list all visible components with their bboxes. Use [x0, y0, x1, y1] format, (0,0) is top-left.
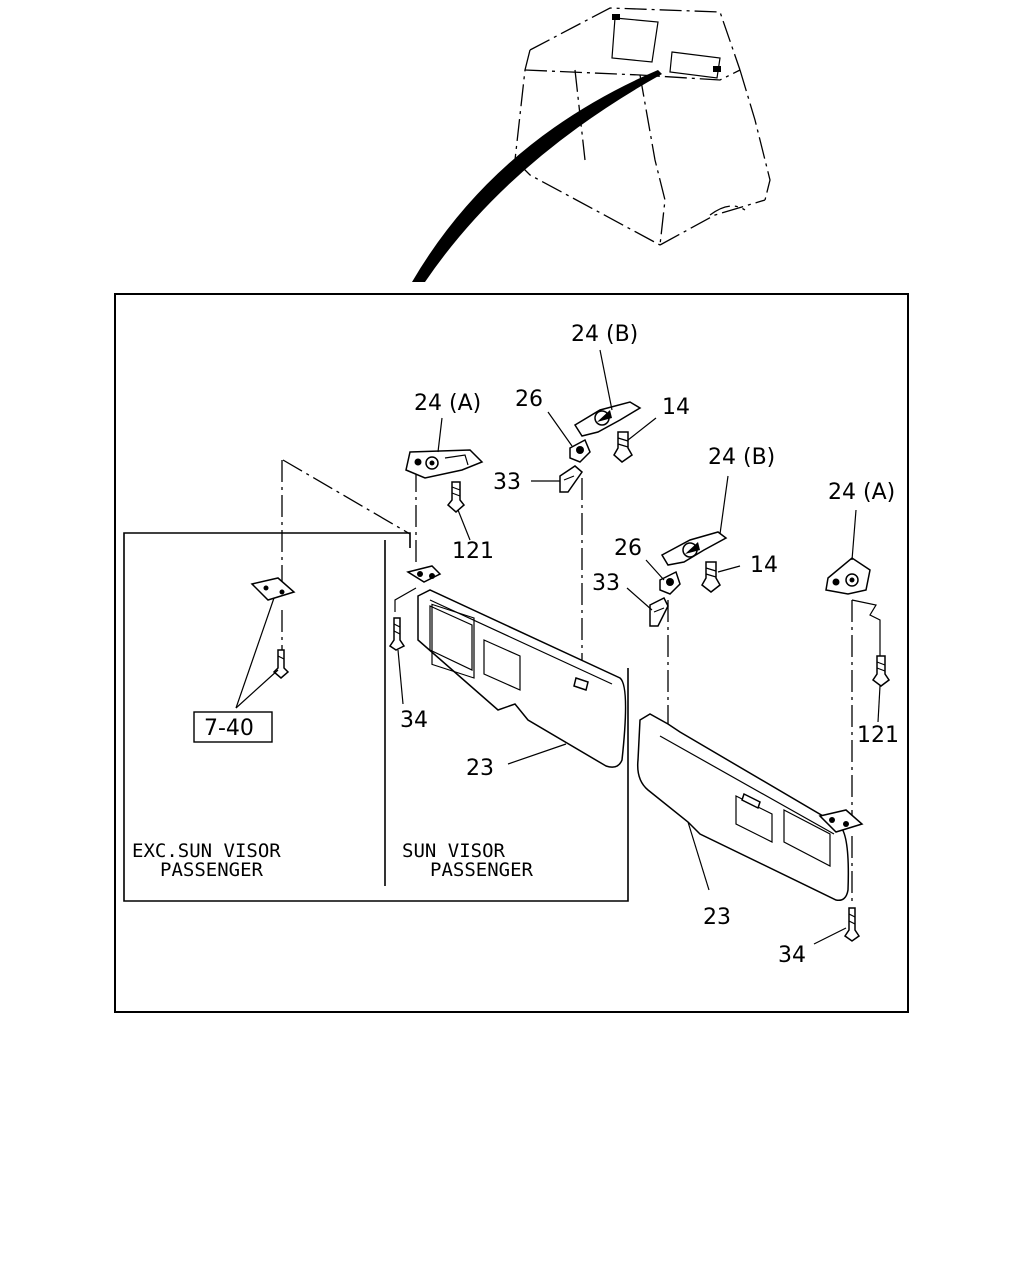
clip-26-right — [659, 570, 681, 595]
ref-box-frame — [193, 711, 273, 743]
label-23-right: 23 — [703, 905, 731, 930]
bracket-24a-left — [405, 449, 484, 479]
label-24b-right: 24 (B) — [708, 445, 775, 470]
label-26-left: 26 — [515, 387, 543, 412]
label-24b-left: 24 (B) — [571, 322, 638, 347]
caption-exc-line2: PASSENGER — [160, 859, 264, 881]
screw-33-right — [649, 596, 669, 627]
label-26-right: 26 — [614, 536, 642, 561]
centre-lines — [281, 459, 881, 905]
leader-lines — [235, 349, 881, 945]
label-34-right: 34 — [778, 943, 806, 968]
hook-plate-inset — [250, 577, 296, 601]
screw-34-left — [388, 617, 406, 651]
bracket-24b-left — [573, 401, 642, 437]
screw-14-right — [701, 561, 721, 593]
screw-121-left — [446, 481, 466, 513]
label-14-left: 14 — [662, 395, 690, 420]
bracket-24a-right — [825, 557, 871, 595]
label-24a-left: 24 (A) — [414, 391, 481, 416]
label-14-right: 14 — [750, 553, 778, 578]
variant-inset-box — [123, 532, 629, 902]
vehicle-cab-illustration — [412, 7, 771, 282]
caption-exc-line1: EXC.SUN VISOR — [132, 840, 281, 862]
clip-26-left — [569, 438, 591, 463]
screw-14-left — [613, 431, 633, 463]
sun-visor-23-left — [406, 565, 627, 768]
screw-inset — [272, 649, 290, 679]
screw-34-right — [843, 907, 861, 942]
label-121-left: 121 — [452, 539, 494, 564]
screw-33-left — [559, 465, 584, 493]
callout-labels: 24 (B) 24 (A) 26 14 33 121 34 23 24 (B) … — [193, 322, 899, 968]
label-24a-right: 24 (A) — [828, 480, 895, 505]
caption-sun-line2: PASSENGER — [430, 859, 534, 881]
label-33-left: 33 — [493, 470, 521, 495]
label-23-left: 23 — [466, 756, 494, 781]
label-33-right: 33 — [592, 571, 620, 596]
label-34-left: 34 — [400, 708, 428, 733]
label-121-right: 121 — [857, 723, 899, 748]
detail-frame — [114, 293, 909, 1013]
caption-sun-line1: SUN VISOR — [402, 840, 506, 862]
bracket-24b-right — [660, 531, 728, 566]
variant-captions: EXC.SUN VISOR PASSENGER SUN VISOR PASSEN… — [132, 840, 534, 881]
label-ref-7-40[interactable]: 7-40 — [204, 716, 254, 741]
sun-visor-23-right — [636, 713, 864, 902]
screw-121-right — [871, 655, 891, 687]
